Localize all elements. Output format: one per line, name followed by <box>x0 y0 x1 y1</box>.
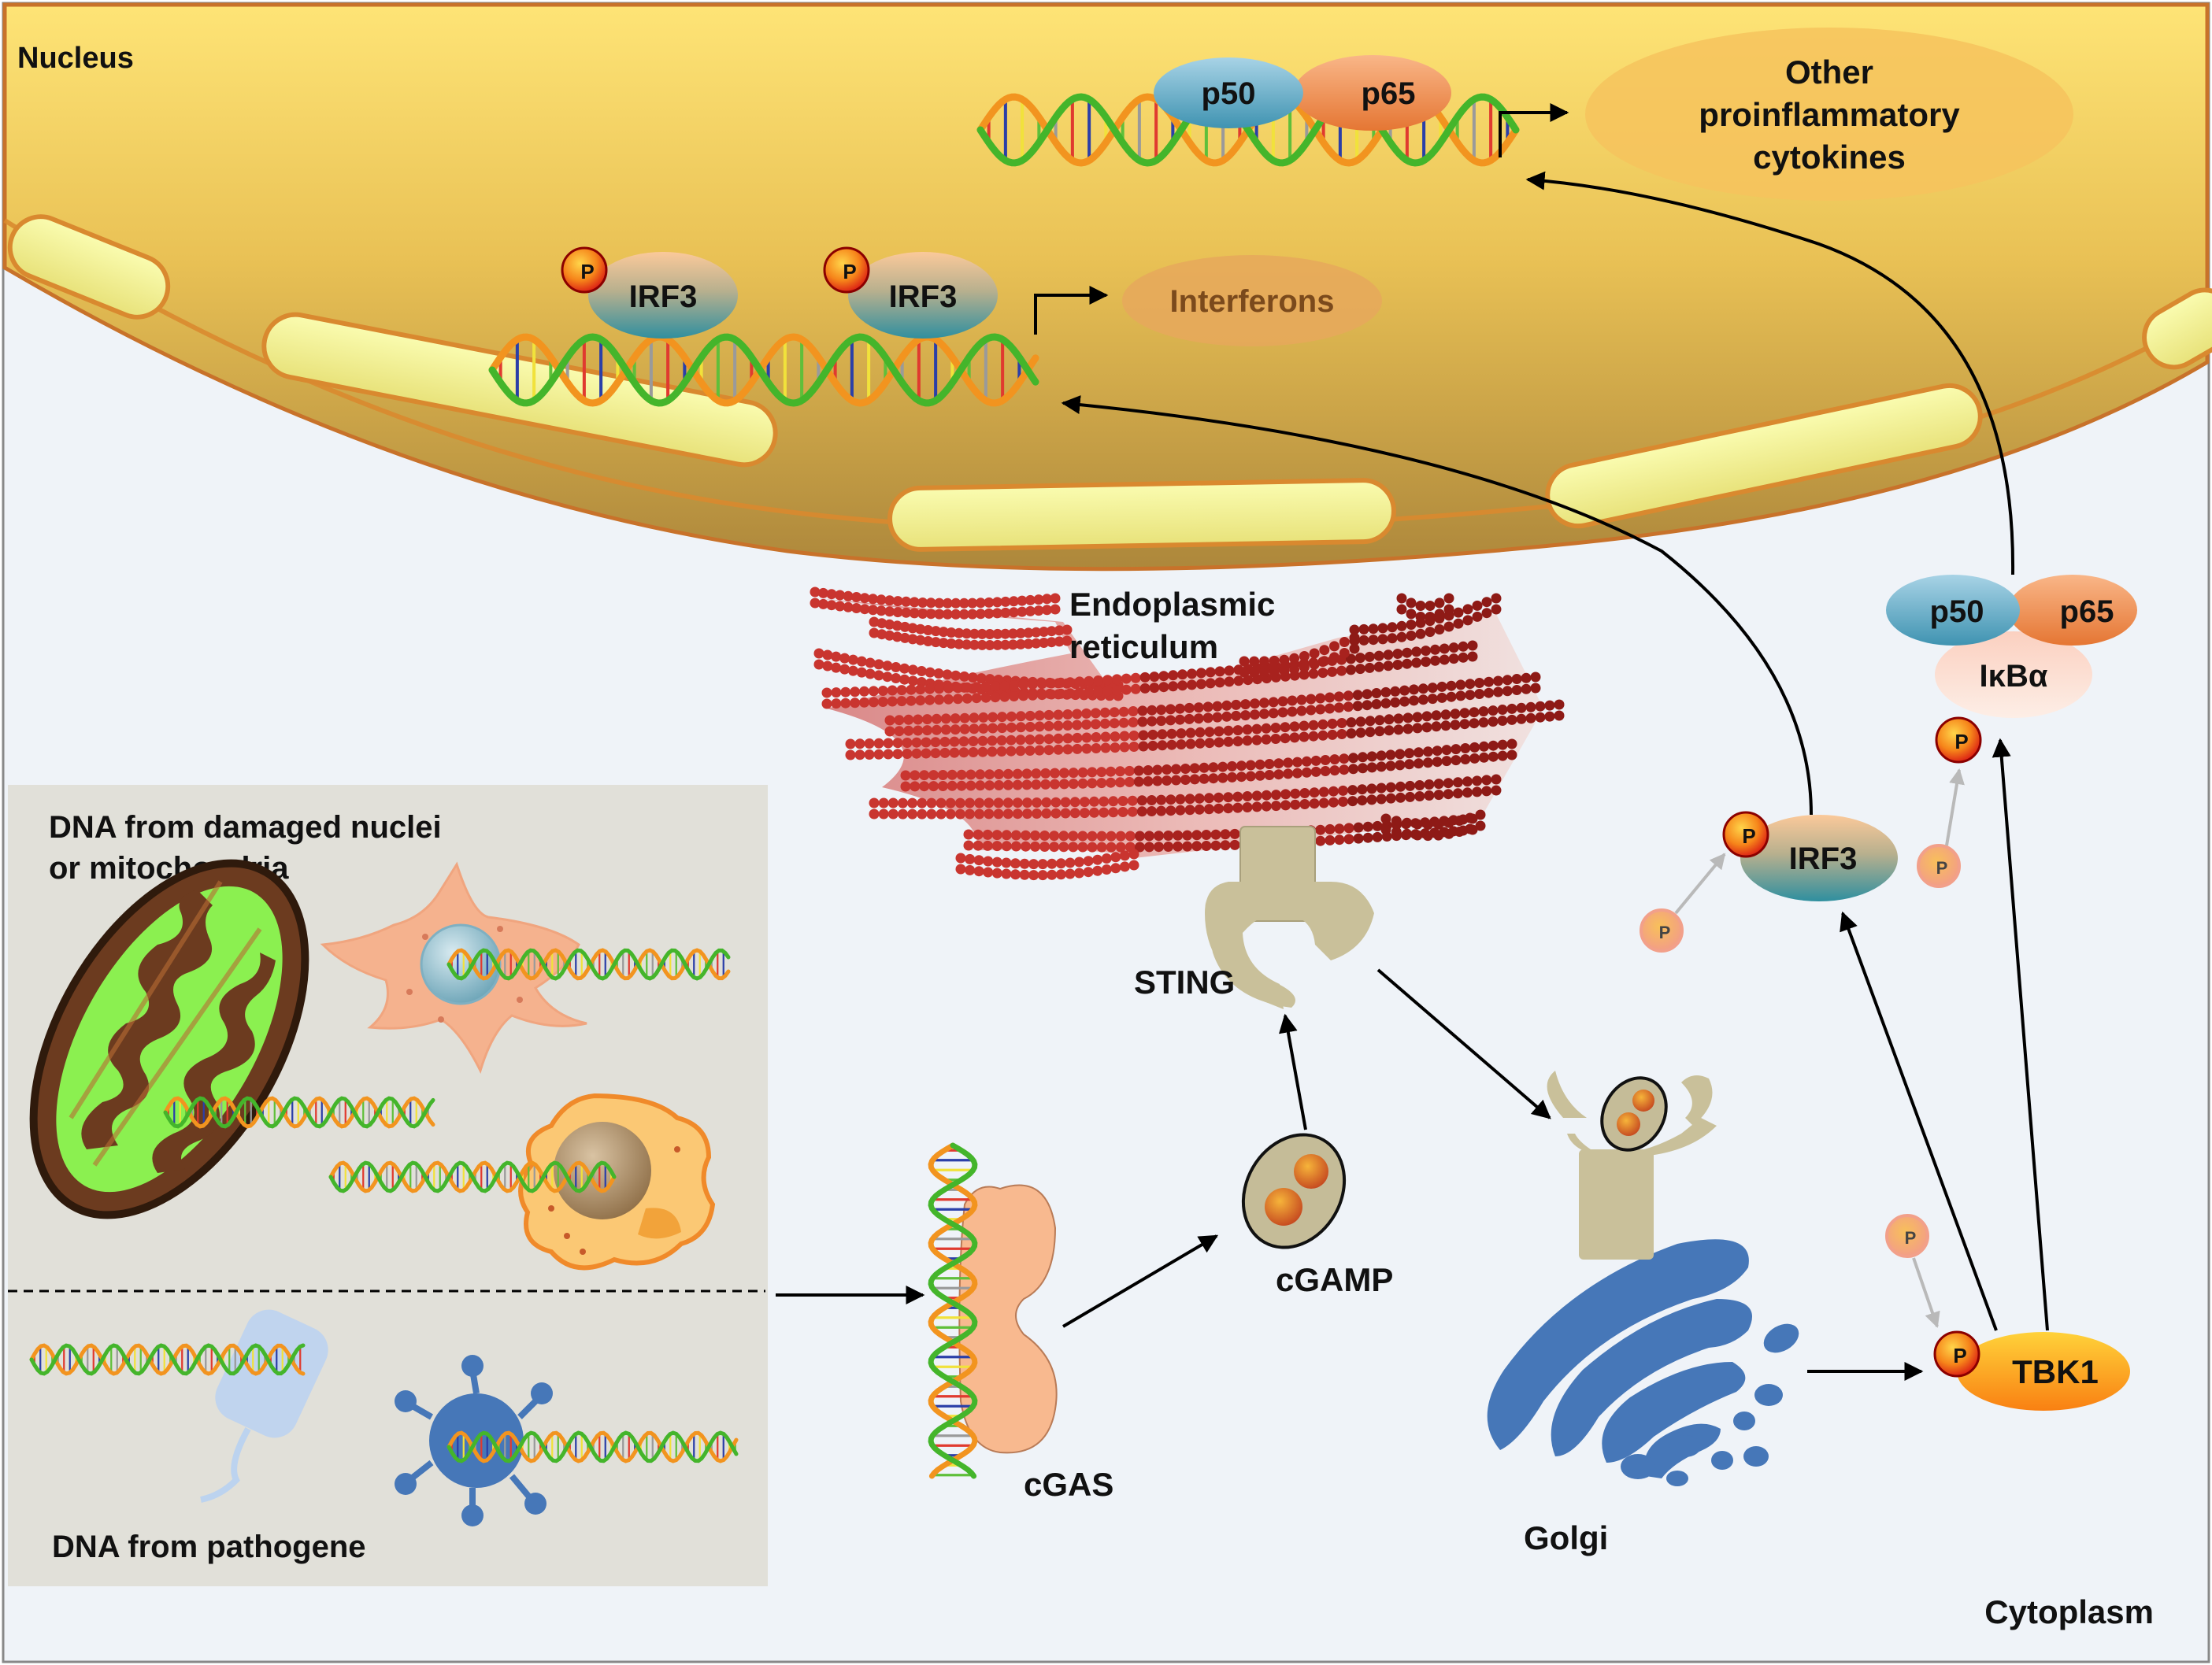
tbk1-label: TBK1 <box>2012 1353 2099 1390</box>
arrow-cgamp-to-sting <box>1279 1013 1307 1130</box>
nuclear-irf3-right: IRF3 <box>848 252 998 339</box>
damaged-dna-label-line1: DNA from damaged nuclei <box>49 810 442 845</box>
sting-protein <box>1205 826 1374 1009</box>
arrow-tbk1-to-ikba <box>1992 738 2049 1331</box>
p65-label: p65 <box>1362 76 1416 111</box>
dna-fragment-cell2 <box>328 1160 617 1193</box>
dna-helix-irf3 <box>488 333 1039 407</box>
sting-label: STING <box>1134 964 1235 1001</box>
nucleus-label: Nucleus <box>17 42 134 75</box>
cgamp-label: cGAMP <box>1276 1261 1393 1298</box>
phospho-badge: P <box>561 246 608 294</box>
svg-text:P: P <box>1953 1344 1966 1367</box>
ikba-label: IκBα <box>1980 659 2048 694</box>
phosphorylation-arrow <box>1945 768 1965 846</box>
ikba-protein <box>1935 631 2092 718</box>
arrow-nfkb-to-nucleus <box>1525 171 2015 575</box>
p65-protein <box>1294 55 1451 131</box>
svg-text:P: P <box>1659 923 1671 942</box>
p65-protein <box>2008 575 2137 646</box>
phospho-badge: P <box>823 246 870 294</box>
mitochondrion <box>29 859 309 1219</box>
dna-fragment-virus <box>446 1430 739 1463</box>
phosphorylation-arrow <box>1912 1257 1940 1328</box>
sting-golgi-complex <box>1547 1071 1717 1260</box>
cytokines-bubble <box>1585 28 2073 201</box>
cytoplasmic-irf3: IRF3 <box>1740 815 1898 901</box>
svg-text:P: P <box>1954 730 1968 753</box>
interferons-bubble <box>1122 255 1382 346</box>
pathogene-dna-label: DNA from pathogene <box>52 1530 366 1564</box>
svg-text:P: P <box>1742 824 1755 848</box>
phospho-badge: P <box>1933 1330 1980 1378</box>
arrow-sting-to-golgi <box>1376 968 1551 1119</box>
arrow-irf3-to-nucleus <box>1061 395 1813 816</box>
cytokines-label-line3: cytokines <box>1753 139 1906 176</box>
dna-fragment-bacterium <box>29 1343 306 1376</box>
er-label-line2: reticulum <box>1069 628 1218 665</box>
damaged-cell-1 <box>320 861 587 1075</box>
free-phosphate: P <box>1917 844 1961 888</box>
cgamp-molecule <box>1241 1133 1347 1249</box>
arrow-tbk1-to-irf3 <box>1840 911 1998 1331</box>
p65-label: p65 <box>2060 594 2114 629</box>
irf3-label: IRF3 <box>629 279 698 314</box>
nuclear-irf3-left: IRF3 <box>588 252 738 339</box>
endoplasmic-reticulum <box>810 586 1565 881</box>
interferons-label: Interferons <box>1170 284 1335 319</box>
er-label-line1: Endoplasmic <box>1069 586 1275 623</box>
dna-helix-cgas <box>928 1142 978 1479</box>
phospho-badge: P <box>1935 716 1982 764</box>
arrow-cgas-to-cgamp <box>1062 1234 1219 1328</box>
cgas-label: cGAS <box>1024 1466 1113 1503</box>
svg-text:P: P <box>1905 1228 1917 1248</box>
p50-label: p50 <box>1202 76 1256 111</box>
nuclear-pores <box>7 214 2212 552</box>
dna-fragment-cell1 <box>446 948 731 981</box>
cytoplasm-label: Cytoplasm <box>1984 1593 2154 1630</box>
svg-text:P: P <box>580 260 594 283</box>
cytokines-label-line2: proinflammatory <box>1699 96 1960 133</box>
svg-text:P: P <box>1936 858 1948 878</box>
irf3-label: IRF3 <box>889 279 958 314</box>
golgi-apparatus <box>1487 1239 1799 1486</box>
transcription-arrow-interferons <box>1034 286 1109 335</box>
dna-fragment-mito <box>163 1096 435 1129</box>
damaged-cell-2 <box>518 1093 716 1271</box>
p50-protein <box>1154 57 1303 128</box>
phospho-badge: P <box>1722 811 1769 858</box>
golgi-label: Golgi <box>1524 1519 1608 1556</box>
transcription-arrow-cytokines <box>1499 103 1569 157</box>
free-phosphate: P <box>1885 1214 1929 1258</box>
svg-text:P: P <box>843 260 856 283</box>
cytoplasmic-nfkb-complex: p50 p65 IκBα <box>1886 575 2137 718</box>
cytokines-label-line1: Other <box>1785 54 1873 91</box>
p50-label: p50 <box>1930 594 1984 629</box>
tbk1-protein: TBK1 <box>1957 1332 2130 1411</box>
irf3-label: IRF3 <box>1789 842 1858 876</box>
nuclear-nfkb-complex: p50 p65 <box>1154 55 1451 131</box>
phosphorylation-arrow <box>1674 853 1726 915</box>
bacterium <box>200 1309 328 1503</box>
free-phosphate: P <box>1640 908 1684 953</box>
p50-protein <box>1886 575 2020 646</box>
